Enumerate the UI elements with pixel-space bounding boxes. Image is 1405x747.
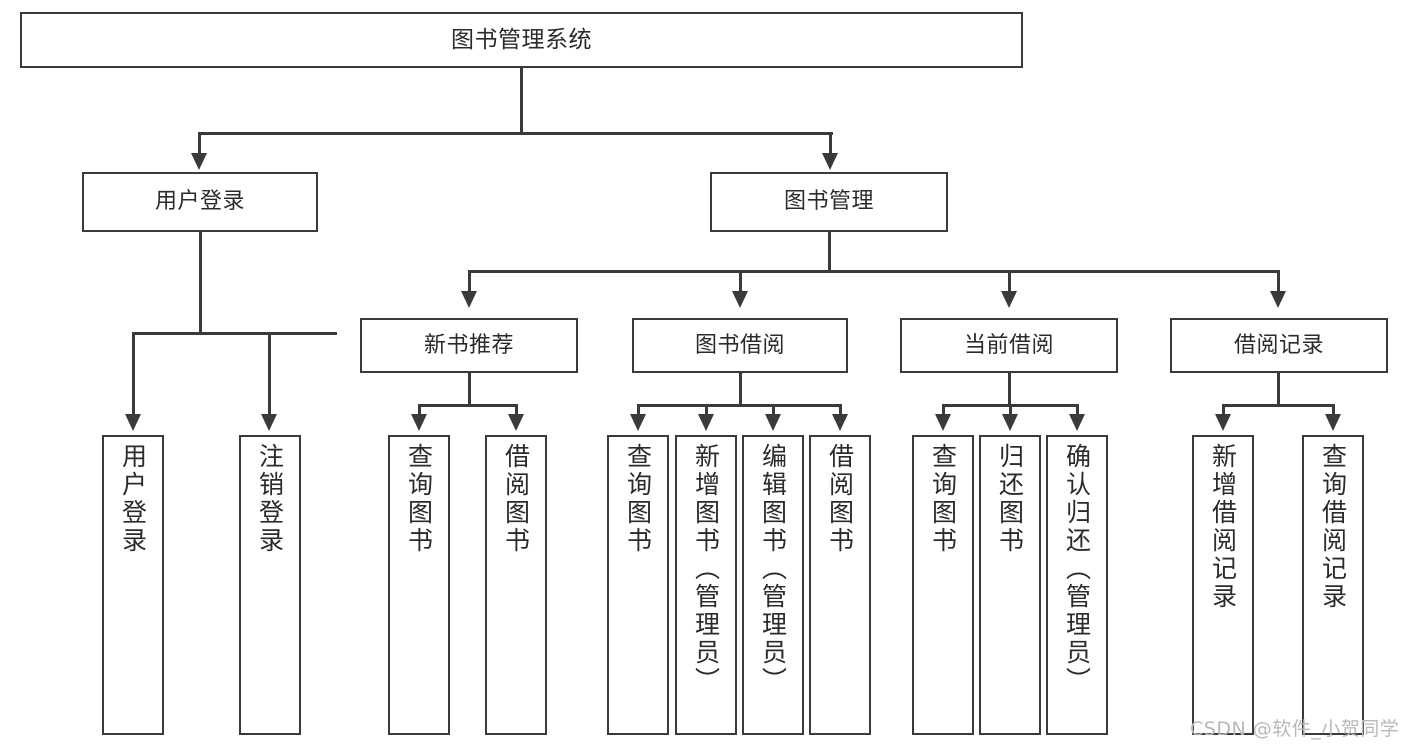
connector-currentborrow-drop-1 (942, 404, 945, 416)
arrow-currentborrow-leaf-1 (935, 414, 951, 431)
node-label: 借阅图书 (501, 443, 531, 555)
leaf-borrow-record-add[interactable]: 新增借阅记录 (1192, 435, 1254, 735)
connector-currentborrow-stem (1008, 373, 1011, 406)
connector-root-to-bookmgmt (829, 132, 832, 157)
node-label: 用户登录 (118, 443, 148, 555)
node-label: 查询图书 (928, 443, 958, 555)
node-label: 确认归还（管理员） (1062, 443, 1092, 695)
connector-currentborrow-drop-2 (1009, 404, 1012, 416)
node-borrow-record[interactable]: 借阅记录 (1170, 318, 1388, 373)
arrow-userlogin-leaf-1 (125, 414, 141, 431)
leaf-current-borrow-return[interactable]: 归还图书 (979, 435, 1041, 735)
connector-bookmgmt-drop-3 (1008, 270, 1011, 295)
connector-newbook-drop-1 (418, 404, 421, 416)
connector-bookborrow-drop-1 (637, 404, 640, 416)
node-label: 图书管理系统 (451, 26, 592, 53)
arrow-bookborrow-leaf-4 (832, 414, 848, 431)
leaf-new-book-borrow[interactable]: 借阅图书 (485, 435, 547, 735)
arrow-root-to-bookmgmt (822, 153, 838, 170)
leaf-book-borrow-borrow[interactable]: 借阅图书 (809, 435, 871, 735)
node-label: 查询图书 (623, 443, 653, 555)
connector-root-stem (520, 68, 523, 134)
connector-bookborrow-stem (739, 373, 742, 406)
leaf-current-borrow-query[interactable]: 查询图书 (912, 435, 974, 735)
node-label: 图书管理 (783, 189, 874, 215)
node-label: 注销登录 (255, 443, 285, 555)
arrow-bookborrow-leaf-3 (765, 414, 781, 431)
connector-userlogin-stem (199, 232, 202, 334)
leaf-new-book-query[interactable]: 查询图书 (388, 435, 450, 735)
node-label: 查询图书 (404, 443, 434, 555)
connector-bookmgmt-bar (469, 270, 1280, 273)
csdn-watermark: CSDN @软件_小贺同学 (1190, 718, 1400, 740)
arrow-bookmgmt-level3-3 (1001, 291, 1017, 308)
node-label: 新书推荐 (423, 332, 514, 358)
connector-root-bar (199, 132, 833, 135)
node-label: 编辑图书（管理员） (758, 443, 788, 695)
connector-bookborrow-drop-3 (772, 404, 775, 416)
connector-bookmgmt-drop-1 (468, 270, 471, 295)
leaf-book-borrow-query[interactable]: 查询图书 (607, 435, 669, 735)
node-current-borrow[interactable]: 当前借阅 (900, 318, 1118, 373)
connector-userlogin-drop-2 (268, 332, 271, 418)
node-label: 归还图书 (995, 443, 1025, 555)
connector-borrowrecord-stem (1277, 373, 1280, 406)
arrow-bookborrow-leaf-1 (630, 414, 646, 431)
arrow-bookmgmt-level3-1 (461, 291, 477, 308)
connector-userlogin-drop-1 (132, 332, 135, 418)
node-label: 新增图书（管理员） (691, 443, 721, 695)
node-label: 新增借阅记录 (1208, 443, 1238, 611)
node-root-book-management-system[interactable]: 图书管理系统 (20, 12, 1023, 68)
leaf-user-login-login[interactable]: 用户登录 (102, 435, 164, 735)
connector-bookmgmt-drop-2 (739, 270, 742, 295)
connector-currentborrow-drop-3 (1076, 404, 1079, 416)
connector-bookmgmt-drop-4 (1277, 270, 1280, 295)
arrow-currentborrow-leaf-2 (1002, 414, 1018, 431)
connector-borrowrecord-drop-1 (1222, 404, 1225, 416)
node-user-login[interactable]: 用户登录 (82, 172, 318, 232)
connector-newbook-drop-2 (515, 404, 518, 416)
node-book-management[interactable]: 图书管理 (710, 172, 948, 232)
connector-bookborrow-bar (638, 404, 841, 407)
leaf-borrow-record-query[interactable]: 查询借阅记录 (1302, 435, 1364, 735)
arrow-borrowrecord-leaf-2 (1325, 414, 1341, 431)
connector-bookmgmt-stem (828, 232, 831, 272)
node-label: 借阅记录 (1233, 332, 1324, 358)
connector-bookborrow-drop-4 (839, 404, 842, 416)
arrow-bookborrow-leaf-2 (698, 414, 714, 431)
leaf-book-borrow-add[interactable]: 新增图书（管理员） (675, 435, 737, 735)
node-label: 图书借阅 (694, 332, 785, 358)
node-book-borrow[interactable]: 图书借阅 (632, 318, 848, 373)
connector-newbook-bar (419, 404, 518, 407)
arrow-currentborrow-leaf-3 (1069, 414, 1085, 431)
node-label: 查询借阅记录 (1318, 443, 1348, 611)
arrow-root-to-userlogin (191, 153, 207, 170)
connector-newbook-stem (468, 373, 471, 406)
leaf-user-login-logout[interactable]: 注销登录 (239, 435, 301, 735)
leaf-current-borrow-confirm-return[interactable]: 确认归还（管理员） (1046, 435, 1108, 735)
arrow-bookmgmt-level3-4 (1270, 291, 1286, 308)
arrow-newbook-leaf-1 (411, 414, 427, 431)
connector-borrowrecord-drop-2 (1332, 404, 1335, 416)
arrow-userlogin-leaf-2 (261, 414, 277, 431)
arrow-borrowrecord-leaf-1 (1215, 414, 1231, 431)
node-label: 用户登录 (154, 189, 245, 215)
connector-borrowrecord-bar (1223, 404, 1335, 407)
arrow-newbook-leaf-2 (508, 414, 524, 431)
node-label: 当前借阅 (963, 332, 1054, 358)
arrow-bookmgmt-level3-2 (732, 291, 748, 308)
connector-bookborrow-drop-2 (705, 404, 708, 416)
leaf-book-borrow-edit[interactable]: 编辑图书（管理员） (742, 435, 804, 735)
connector-root-to-userlogin (198, 132, 201, 157)
node-label: 借阅图书 (825, 443, 855, 555)
connector-userlogin-bar (133, 332, 337, 335)
node-new-book-recommend[interactable]: 新书推荐 (360, 318, 578, 373)
